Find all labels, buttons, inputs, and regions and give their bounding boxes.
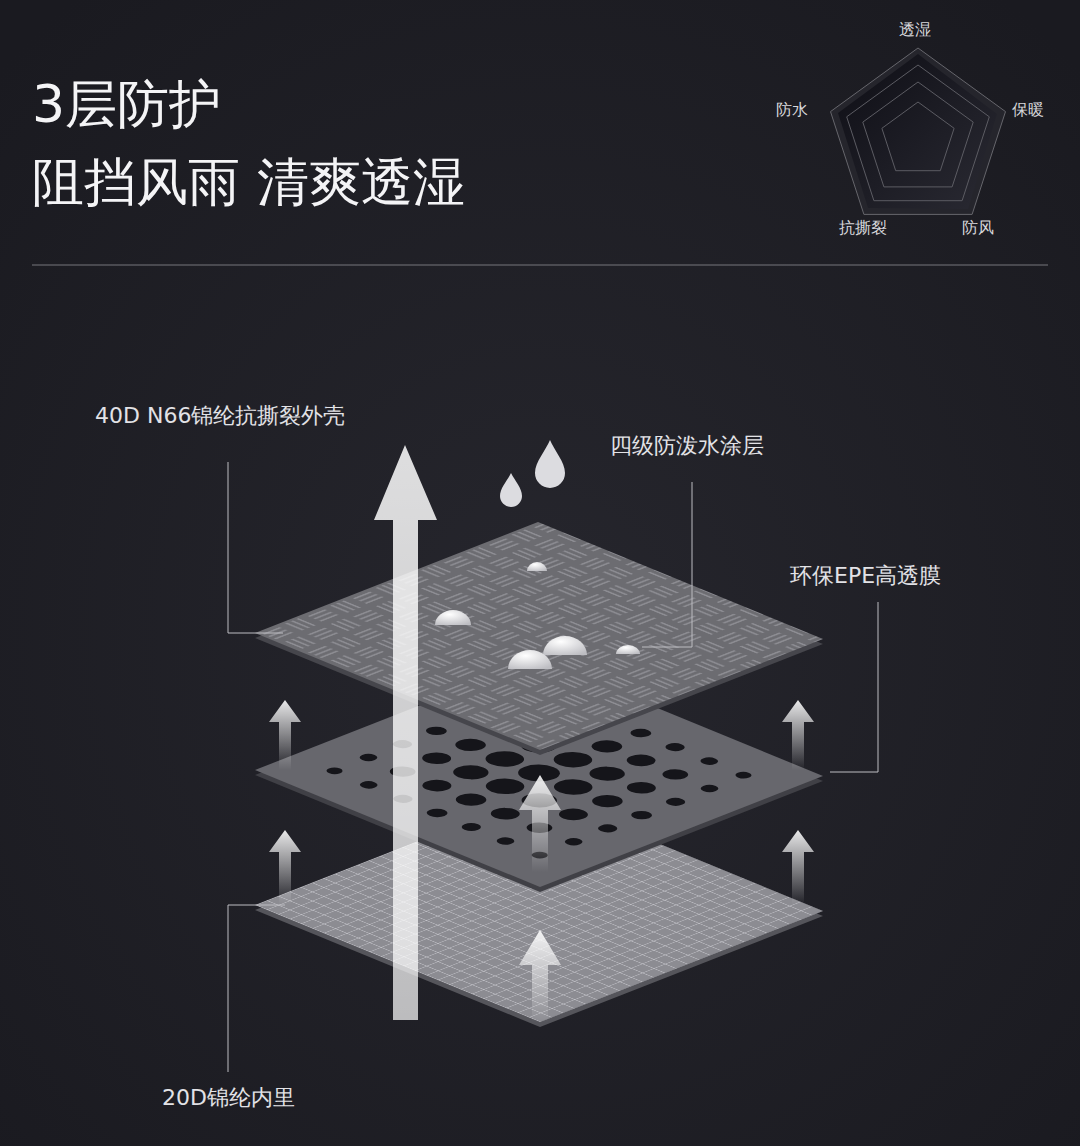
subheading: 阻挡风雨 清爽透湿 bbox=[32, 150, 465, 215]
water-drops bbox=[500, 440, 565, 507]
radar-axis-label: 防水 bbox=[776, 100, 808, 120]
breathability-arrow bbox=[374, 445, 437, 1020]
water-beads bbox=[435, 562, 640, 669]
radar-axis-label: 透湿 bbox=[899, 20, 931, 40]
part-callout: 40D N66锦纶抗撕裂外壳 bbox=[95, 402, 345, 430]
radar-axis-label: 防风 bbox=[962, 218, 994, 238]
radar-axis-label: 抗撕裂 bbox=[839, 218, 887, 238]
outer-shell-layer bbox=[255, 522, 823, 755]
divider-line bbox=[32, 265, 1048, 266]
radar-chart bbox=[831, 48, 1006, 214]
part-callout: 环保EPE高透膜 bbox=[790, 562, 941, 590]
part-callout: 20D锦纶内里 bbox=[162, 1084, 295, 1112]
radar-axis-label: 保暖 bbox=[1012, 100, 1044, 120]
part-callout: 四级防泼水涂层 bbox=[610, 432, 764, 460]
heading: 3层防护 bbox=[32, 72, 221, 137]
leader-lines bbox=[228, 462, 878, 1072]
